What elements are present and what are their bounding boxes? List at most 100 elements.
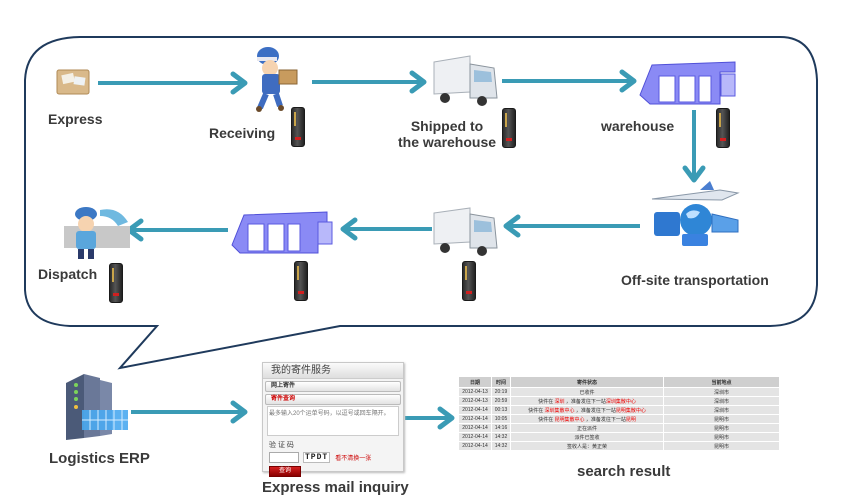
table-header-row: 日期 时间 寄件状态 当前地点	[459, 377, 779, 387]
stage-label-shipped-line1: Shipped to	[410, 118, 484, 134]
arrow-inquiry-to-result	[405, 406, 455, 430]
global-transport-icon	[651, 181, 740, 246]
col-date-header: 日期	[459, 377, 491, 387]
arrow-offsite-to-truck	[503, 214, 640, 238]
cell-location: 深圳市	[664, 388, 779, 396]
courier-carrying-box-icon	[256, 47, 298, 112]
status-text: 已收件	[579, 389, 595, 396]
truck-icon	[433, 207, 498, 256]
status-highlight: 深圳	[554, 398, 565, 405]
arrow-receiving-to-shipped	[312, 70, 427, 94]
handheld-scanner-icon	[294, 261, 308, 301]
stage-label-dispatch: Dispatch	[38, 266, 98, 282]
verify-code-row: TPDT 看不清换一张	[269, 452, 403, 463]
col-time-header: 时间	[492, 377, 510, 387]
cell-date: 2012-04-14	[459, 424, 491, 432]
handheld-scanner-icon	[291, 107, 305, 147]
cell-time: 14:32	[492, 442, 510, 450]
cell-date: 2012-04-14	[459, 442, 491, 450]
cell-status: 快件在 深圳集散中心 ，准备发往下一站昆明集散中心	[511, 406, 663, 414]
courier-saluting-icon	[64, 207, 130, 259]
stage-label-offsite: Off-site transportation	[621, 272, 769, 288]
status-highlight: 昆明集散中心	[615, 407, 646, 414]
cell-status: 快件在 深圳 ，准备发往下一站深圳集散中心	[511, 397, 663, 405]
cell-location: 昆明市	[664, 433, 779, 441]
cell-status: 派件已签收	[511, 433, 663, 441]
status-text: 快件在	[538, 398, 555, 405]
cell-time: 14:32	[492, 433, 510, 441]
verify-code-label: 验 证 码	[269, 442, 294, 449]
arrow-warehouse-to-offsite	[682, 110, 706, 183]
tracking-number-input[interactable]	[267, 406, 399, 436]
stage-label-shipped: Shipped to the warehouse	[398, 118, 496, 150]
express-inquiry-form: 我的寄件服务 网上寄件 寄件查询 验 证 码 TPDT 看不清换一张 查询	[262, 362, 404, 477]
cell-time: 20:19	[492, 388, 510, 396]
label-express-mail-inquiry: Express mail inquiry	[262, 479, 409, 496]
arrow-truck-to-warehouse	[340, 217, 432, 241]
status-text: 正在派件	[576, 425, 597, 432]
truck-icon	[433, 55, 498, 106]
status-text: ，准备发往下一站	[584, 416, 626, 423]
status-text: ，准备发往下一站	[564, 398, 606, 405]
cell-date: 2012-04-13	[459, 388, 491, 396]
status-highlight: 昆明	[625, 416, 636, 423]
cell-time: 00:13	[492, 406, 510, 414]
cell-status: 快件在 昆明集散中心 ，准备发往下一站昆明	[511, 415, 663, 423]
stage-label-express: Express	[48, 111, 103, 127]
cell-location: 昆明市	[664, 415, 779, 423]
label-search-result: search result	[577, 463, 671, 480]
cell-status: 已收件	[511, 388, 663, 396]
handheld-scanner-icon	[716, 108, 730, 148]
captcha-image: TPDT	[303, 452, 331, 463]
status-text: ，准备发往下一站	[574, 407, 616, 414]
arrow-express-to-receiving	[98, 71, 248, 95]
cell-status: 签收人是：黄正荣	[511, 442, 663, 450]
refresh-captcha-link[interactable]: 看不清换一张	[335, 456, 372, 462]
handheld-scanner-icon	[109, 263, 123, 303]
parcel-icon	[56, 69, 90, 95]
status-text: 签收人是：黄正荣	[566, 443, 607, 450]
query-submit-button[interactable]: 查询	[269, 466, 301, 477]
label-logistics-erp: Logistics ERP	[49, 450, 150, 467]
form-title: 我的寄件服务	[263, 363, 403, 379]
arrow-warehouse-to-dispatch	[126, 218, 228, 242]
handheld-scanner-icon	[502, 108, 516, 148]
handheld-scanner-icon	[462, 261, 476, 301]
server-rack-icon	[66, 374, 128, 440]
status-highlight: 昆明集散中心	[554, 416, 585, 423]
cell-time: 14:16	[492, 424, 510, 432]
online-send-tab[interactable]: 网上寄件	[265, 381, 401, 392]
status-text: 派件已签收	[574, 434, 600, 441]
verify-code-input[interactable]	[269, 452, 299, 463]
cell-date: 2012-04-14	[459, 406, 491, 414]
col-status-header: 寄件状态	[511, 377, 663, 387]
cell-time: 10:05	[492, 415, 510, 423]
status-highlight: 深圳集散中心	[605, 398, 636, 405]
arrow-shipped-to-warehouse	[502, 69, 637, 93]
arrow-erp-to-inquiry	[131, 400, 248, 424]
status-text: 快件在	[528, 407, 545, 414]
cell-date: 2012-04-14	[459, 415, 491, 423]
cell-location: 深圳市	[664, 397, 779, 405]
col-location-header: 当前地点	[664, 377, 779, 387]
cell-date: 2012-04-14	[459, 433, 491, 441]
stage-label-receiving: Receiving	[209, 125, 276, 141]
tracking-query-tab[interactable]: 寄件查询	[265, 394, 401, 405]
cell-time: 20:59	[492, 397, 510, 405]
status-highlight: 深圳集散中心	[544, 407, 575, 414]
cell-status: 正在派件	[511, 424, 663, 432]
cell-location: 昆明市	[664, 442, 779, 450]
speech-bubble-outline	[24, 36, 818, 370]
warehouse-icon	[639, 61, 736, 105]
stage-label-warehouse: warehouse	[601, 118, 675, 134]
warehouse-icon	[231, 211, 333, 254]
